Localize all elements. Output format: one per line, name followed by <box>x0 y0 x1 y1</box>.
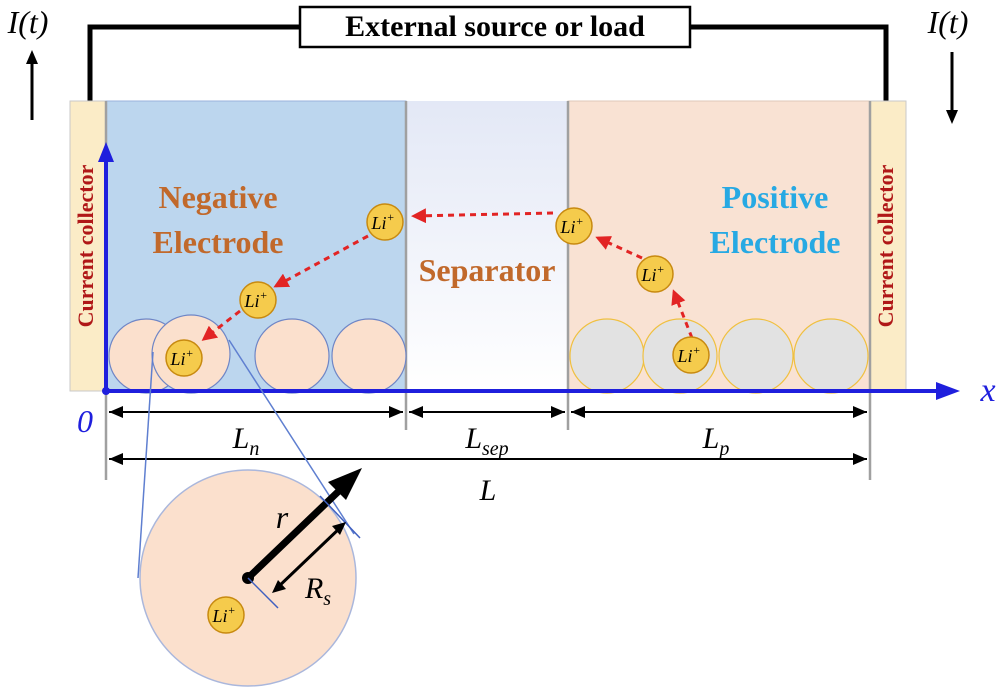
radius-rs-dimension <box>274 524 344 591</box>
svg-text:Li+: Li+ <box>243 288 267 311</box>
rs-arrowhead-top <box>332 522 346 535</box>
external-source-label: External source or load <box>345 10 645 43</box>
negative-electrode-title-line2: Electrode <box>153 224 284 260</box>
lsep-arrowhead-right <box>551 406 565 418</box>
lsep-arrowhead-left <box>409 406 423 418</box>
lithium-ion: Li+ <box>555 207 593 245</box>
ion-path-arrow <box>411 208 554 224</box>
negative-electrode-title-line1: Negative <box>158 179 277 215</box>
current-collector-right <box>869 100 907 392</box>
current-label-left: I(t) <box>7 4 49 40</box>
lsep-label: Lsep <box>464 422 508 460</box>
zoom-line-left <box>137 351 154 579</box>
current-arrowhead-down <box>946 110 958 124</box>
positive-particle <box>569 318 645 394</box>
current-collector-left-label: Current collector <box>73 164 98 327</box>
external-source-box <box>298 5 692 49</box>
lithium-ion: Li+ <box>239 281 277 319</box>
svg-text:Li+: Li+ <box>370 210 394 233</box>
current-collector-left <box>69 100 107 392</box>
radius-r-arrowhead <box>328 468 362 500</box>
positive-electrode-title-line1: Positive <box>722 179 829 215</box>
x-axis-label: x <box>979 372 995 409</box>
lithium-ion: Li+ <box>636 255 674 293</box>
svg-text:Li+: Li+ <box>211 603 235 626</box>
total-length-label: L <box>479 474 497 507</box>
svg-text:Li+: Li+ <box>169 346 193 369</box>
current-label-right: I(t) <box>927 4 969 40</box>
lithium-ion: Li+ <box>165 339 203 377</box>
current-collector-right-label: Current collector <box>873 164 898 327</box>
total-arrowhead-right <box>853 453 867 465</box>
lp-arrowhead-right <box>853 406 867 418</box>
ion-path-arrow <box>595 236 643 260</box>
lp-label: Lp <box>702 422 730 460</box>
origin-dot <box>102 387 110 395</box>
y-axis-arrowhead <box>98 142 114 162</box>
radius-rs-label: Rs <box>304 572 331 610</box>
rs-tick-top <box>319 495 361 539</box>
lithium-ion: Li+ <box>366 203 404 241</box>
lithium-ion: Li+ <box>672 336 710 374</box>
total-arrowhead-left <box>109 453 123 465</box>
positive-particle <box>718 318 794 394</box>
ion-path-arrow <box>671 289 694 339</box>
svg-text:Li+: Li+ <box>640 262 664 285</box>
ln-arrowhead-left <box>109 406 123 418</box>
rs-tick-bottom <box>247 577 279 609</box>
zoom-line-right <box>228 339 355 535</box>
positive-electrode-title-line2: Electrode <box>710 224 841 260</box>
lp-arrowhead-left <box>571 406 585 418</box>
ln-arrowhead-right <box>389 406 403 418</box>
negative-particle <box>254 318 330 394</box>
negative-particle <box>331 318 407 394</box>
circuit-wire <box>87 24 300 102</box>
lithium-ion: Li+ <box>207 596 245 634</box>
current-arrowhead-up <box>26 50 38 64</box>
ion-path-arrow <box>201 309 241 341</box>
positive-particle <box>793 318 869 394</box>
rs-arrowhead-bottom <box>272 580 286 593</box>
x-axis-arrowhead <box>936 382 960 400</box>
radius-r-label: r <box>276 499 289 535</box>
separator-region <box>406 101 568 391</box>
circuit-wire-right <box>690 24 889 102</box>
origin-label: 0 <box>77 403 93 439</box>
separator-title: Separator <box>419 252 556 288</box>
svg-text:Li+: Li+ <box>559 214 583 237</box>
ln-label: Ln <box>232 422 260 460</box>
svg-text:Li+: Li+ <box>676 343 700 366</box>
